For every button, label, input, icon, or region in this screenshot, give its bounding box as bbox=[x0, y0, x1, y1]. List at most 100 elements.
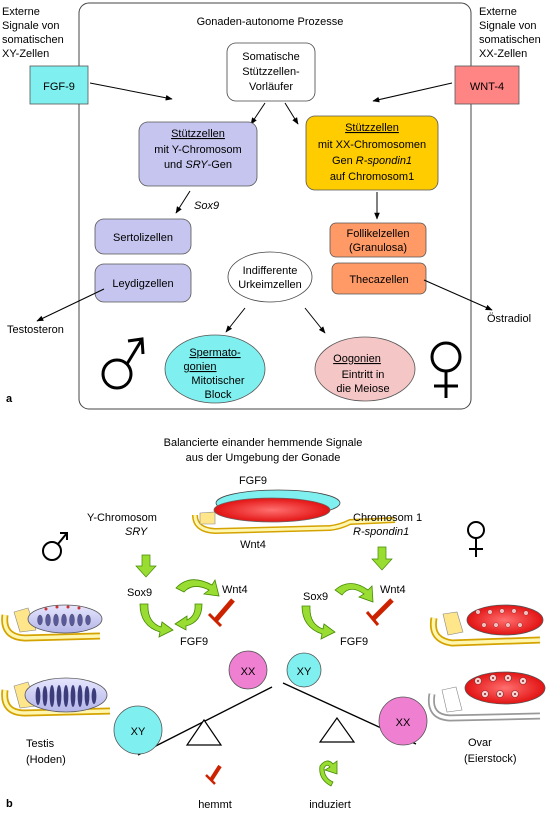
sertoli-label: Sertolizellen bbox=[113, 232, 173, 244]
sox9-label: Sox9 bbox=[194, 200, 219, 212]
panel-b: Balancierte einander hemmende Signale au… bbox=[1, 437, 546, 811]
svg-text:somatischen: somatischen bbox=[2, 34, 64, 46]
panel-a: Gonaden-autonome Prozesse Externe Signal… bbox=[2, 2, 541, 410]
precursor-line-1: Somatische bbox=[242, 51, 299, 63]
testosterone-label: Testosteron bbox=[7, 324, 64, 336]
leydig-cells-box bbox=[94, 263, 192, 303]
svg-text:Externe: Externe bbox=[479, 6, 517, 18]
germ-to-oogonia-arrow bbox=[304, 307, 326, 334]
germ-to-sperm-arrow bbox=[225, 307, 246, 333]
leydig-to-testosterone-arrow bbox=[36, 288, 105, 322]
xx-support-line3: auf Chromosom1 bbox=[330, 171, 414, 183]
panel-b-title-line1: Balancierte einander hemmende Signale bbox=[164, 437, 363, 449]
inhibits-legend-icon bbox=[205, 764, 222, 785]
right-gonad-illustration bbox=[429, 604, 544, 647]
panel-a-letter: a bbox=[6, 393, 13, 405]
ovary-illustration bbox=[427, 671, 546, 722]
oogonia-line-2: die Meiose bbox=[336, 383, 389, 395]
svg-text:Signale von: Signale von bbox=[479, 20, 537, 32]
center-fgf9-label: FGF9 bbox=[239, 475, 267, 487]
xx-support-cells-box bbox=[305, 115, 439, 191]
testis-illustration bbox=[1, 677, 111, 717]
svg-text:XY-Zellen: XY-Zellen bbox=[2, 48, 49, 60]
left-balance-scale bbox=[137, 686, 273, 756]
right-sox9-label: Sox9 bbox=[303, 591, 328, 603]
xx-support-heading: Stützzellen bbox=[345, 122, 399, 134]
rspondin-label: R-spondin1 bbox=[353, 526, 409, 538]
wnt4-box bbox=[454, 65, 520, 105]
svg-text:somatischen: somatischen bbox=[479, 34, 541, 46]
left-inhibit-wnt4-icon bbox=[207, 598, 235, 628]
right-xy-ball bbox=[286, 652, 322, 688]
left-green-loop-icon bbox=[139, 578, 220, 638]
oogonia-ellipse bbox=[314, 336, 416, 402]
left-xy-ball bbox=[113, 705, 163, 755]
theca-label: Thecazellen bbox=[349, 274, 408, 286]
left-xx-label: XX bbox=[241, 666, 256, 678]
right-fgf9-label: FGF9 bbox=[340, 636, 368, 648]
svg-text:Externe: Externe bbox=[2, 6, 40, 18]
testis-line2: (Hoden) bbox=[26, 754, 66, 766]
fgf9-to-frame-arrow bbox=[89, 82, 173, 101]
germ-line2: Urkeimzellen bbox=[238, 279, 302, 291]
autonomous-process-frame bbox=[78, 2, 472, 410]
panel-b-letter: b bbox=[6, 798, 13, 810]
sry-label: SRY bbox=[125, 526, 148, 538]
right-green-down-arrow bbox=[371, 546, 393, 571]
chromosome1-label: Chromosom 1 bbox=[353, 512, 422, 524]
induces-label: induziert bbox=[309, 799, 351, 811]
follicle-line1: Follikelzellen bbox=[347, 228, 410, 240]
left-xx-ball bbox=[228, 650, 268, 690]
male-symbol-icon bbox=[101, 337, 145, 390]
ovary-line1: Ovar bbox=[468, 737, 492, 749]
sperm-line-2: Block bbox=[205, 389, 232, 401]
precursor-line-3: Vorläufer bbox=[249, 81, 293, 93]
precursor-to-xy-arrow bbox=[250, 102, 266, 125]
inhibits-label: hemmt bbox=[198, 799, 232, 811]
right-green-loop-icon bbox=[301, 583, 374, 640]
svg-text:Signale von: Signale von bbox=[2, 20, 60, 32]
right-xy-label: XY bbox=[297, 666, 312, 678]
left-fgf9-label: FGF9 bbox=[180, 636, 208, 648]
testis-line1: Testis bbox=[26, 738, 55, 750]
left-wnt4-label: Wnt4 bbox=[222, 584, 248, 596]
left-gonad-illustration bbox=[1, 604, 103, 642]
center-wnt4-label: Wnt4 bbox=[240, 539, 266, 551]
wnt4-to-frame-arrow bbox=[372, 82, 453, 103]
sox9-arrow bbox=[175, 190, 191, 214]
center-gonad-illustration bbox=[192, 489, 396, 535]
leydig-label: Leydigzellen bbox=[112, 278, 173, 290]
sperm-line-1: Mitotischer bbox=[191, 375, 245, 387]
sperm-heading-2: gonien bbox=[183, 361, 216, 373]
xx-support-line1: mit XX-Chromosomen bbox=[318, 139, 426, 151]
follicle-line2: (Granulosa) bbox=[349, 242, 407, 254]
spermatogonia-ellipse bbox=[164, 334, 266, 404]
left-green-down-arrow bbox=[135, 554, 157, 578]
right-xx-label: XX bbox=[396, 717, 411, 729]
right-xx-ball bbox=[378, 696, 428, 746]
wnt4-box-label: WNT-4 bbox=[470, 81, 504, 93]
xy-support-cells-box bbox=[138, 121, 258, 187]
sertoli-cells-box bbox=[94, 218, 192, 255]
xy-support-heading: Stützzellen bbox=[171, 128, 225, 140]
precursor-line-2: Stützzellen- bbox=[242, 66, 300, 78]
germ-line1: Indifferente bbox=[243, 265, 298, 277]
left-xy-label: XY bbox=[131, 726, 146, 738]
male-symbol-small-icon bbox=[42, 532, 68, 561]
precursor-to-xx-arrow bbox=[284, 102, 299, 125]
fgf9-box bbox=[29, 65, 89, 105]
left-external-signal-label: Externe Signale von somatischen XY-Zelle… bbox=[2, 6, 64, 60]
female-symbol-small-icon bbox=[467, 521, 485, 557]
ovary-line2: (Eierstock) bbox=[464, 753, 517, 765]
female-symbol-icon bbox=[430, 341, 462, 398]
sperm-heading-1: Spermato- bbox=[189, 347, 241, 359]
theca-to-estradiol-arrow bbox=[423, 279, 493, 311]
oogonia-heading: Oogonien bbox=[333, 353, 381, 365]
svg-text:XX-Zellen: XX-Zellen bbox=[479, 48, 527, 60]
xy-support-line2: und SRY-Gen bbox=[164, 159, 232, 171]
xy-support-line1: mit Y-Chromosom bbox=[154, 144, 241, 156]
germ-cells-ellipse bbox=[227, 251, 313, 303]
panel-a-title: Gonaden-autonome Prozesse bbox=[197, 16, 344, 28]
estradiol-label: Östradiol bbox=[487, 313, 531, 325]
